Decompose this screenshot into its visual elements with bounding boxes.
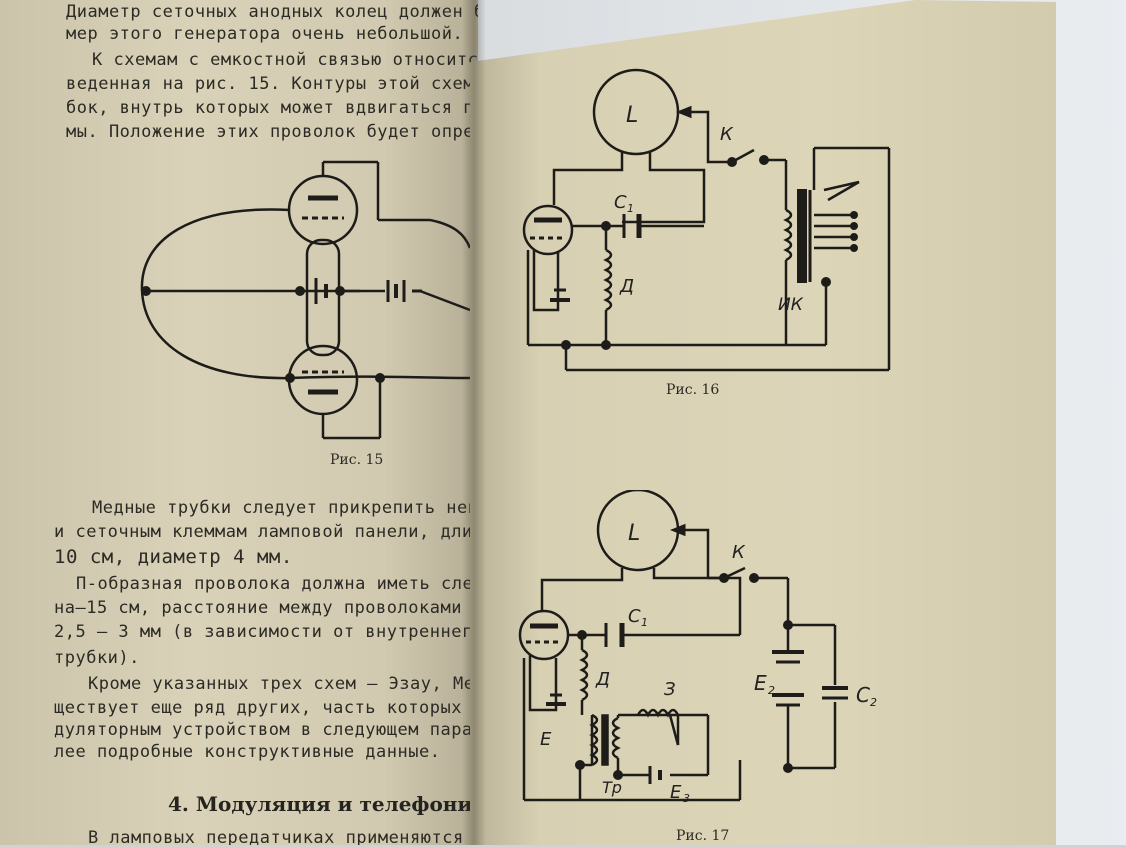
key-label: К xyxy=(720,124,734,145)
batt-e2-label: E xyxy=(754,671,767,695)
figure-16-caption: Рис. 16 xyxy=(666,382,720,398)
transformer-label: Тр xyxy=(602,778,622,797)
text-line: Диаметр сеточных анодных колец должен бы… xyxy=(66,2,517,22)
text-line: веденная на рис. 15. Контуры этой схемы xyxy=(66,74,485,94)
coil-label: ИК xyxy=(778,295,804,315)
cap2-sub-label: 2 xyxy=(870,696,877,709)
text-line: 2,5 — 3 мм (в зависимости от внутреннего xyxy=(54,622,484,642)
book-gutter xyxy=(462,0,486,845)
choke-label: Д xyxy=(595,669,610,690)
text-line: В ламповых передатчиках применяются оба … xyxy=(88,828,582,848)
left-page: Диаметр сеточных анодных колец должен бы… xyxy=(0,0,478,845)
figure-17-caption: Рис. 17 xyxy=(676,828,730,844)
text-line: К схемам с емкостной связью относится xyxy=(92,50,490,70)
choke-label: Д xyxy=(619,276,634,297)
section-heading: 4. Модуляция и телефонирование xyxy=(168,792,569,816)
text-line: бок, внутрь которых может вдвигаться про… xyxy=(66,98,560,118)
cap-sub-label: 1 xyxy=(627,202,634,215)
text-line: ществует еще ряд других, часть которых о… xyxy=(54,698,591,718)
text-line: П-образная проволока должна иметь следую… xyxy=(76,574,538,594)
text-line: 10 см, диаметр 4 мм. xyxy=(54,546,293,568)
figure-17-diagram: L К C 1 Д З E E 2 C 2 Тр E 3 xyxy=(518,490,877,805)
batt-e3-sub-label: 3 xyxy=(683,792,690,805)
text-line: мы. Положение этих проволок будет опреде… xyxy=(66,122,539,142)
figure-15-caption: Рис. 15 xyxy=(330,452,384,468)
coil3-label: З xyxy=(664,679,676,700)
text-line: Медные трубки следует прикрепить непосре… xyxy=(92,498,608,518)
text-line: мер этого генератора очень небольшой. xyxy=(66,24,464,44)
batt-e-label: E xyxy=(540,729,552,750)
cap1-sub-label: 1 xyxy=(641,616,648,629)
figure-16-diagram: L К C 1 Д ИК xyxy=(522,68,891,372)
text-line: на—15 см, расстояние между проволоками —… xyxy=(54,598,505,618)
text-line: трубки). xyxy=(54,648,140,668)
cap-label: C xyxy=(614,192,627,213)
batt-e2-sub-label: 2 xyxy=(768,684,775,697)
text-line: Кроме указанных трех схем — Эзау, Мени и xyxy=(88,674,518,694)
key-label: К xyxy=(732,542,746,563)
figure-15-diagram xyxy=(140,160,472,440)
text-line: и сеточным клеммам ламповой панели, длин… xyxy=(54,522,570,542)
cap2-label: C xyxy=(856,683,870,707)
batt-e3-label: E xyxy=(670,782,682,803)
lamp-label: L xyxy=(628,521,640,546)
text-line: дуляторным устройством в следующем параг… xyxy=(54,720,538,740)
right-page: L К C 1 Д ИК Рис. 16 xyxy=(470,0,1056,845)
cap1-label: C xyxy=(628,606,641,627)
lamp-label: L xyxy=(626,103,638,128)
text-line: лее подробные конструктивные данные. xyxy=(54,742,441,762)
